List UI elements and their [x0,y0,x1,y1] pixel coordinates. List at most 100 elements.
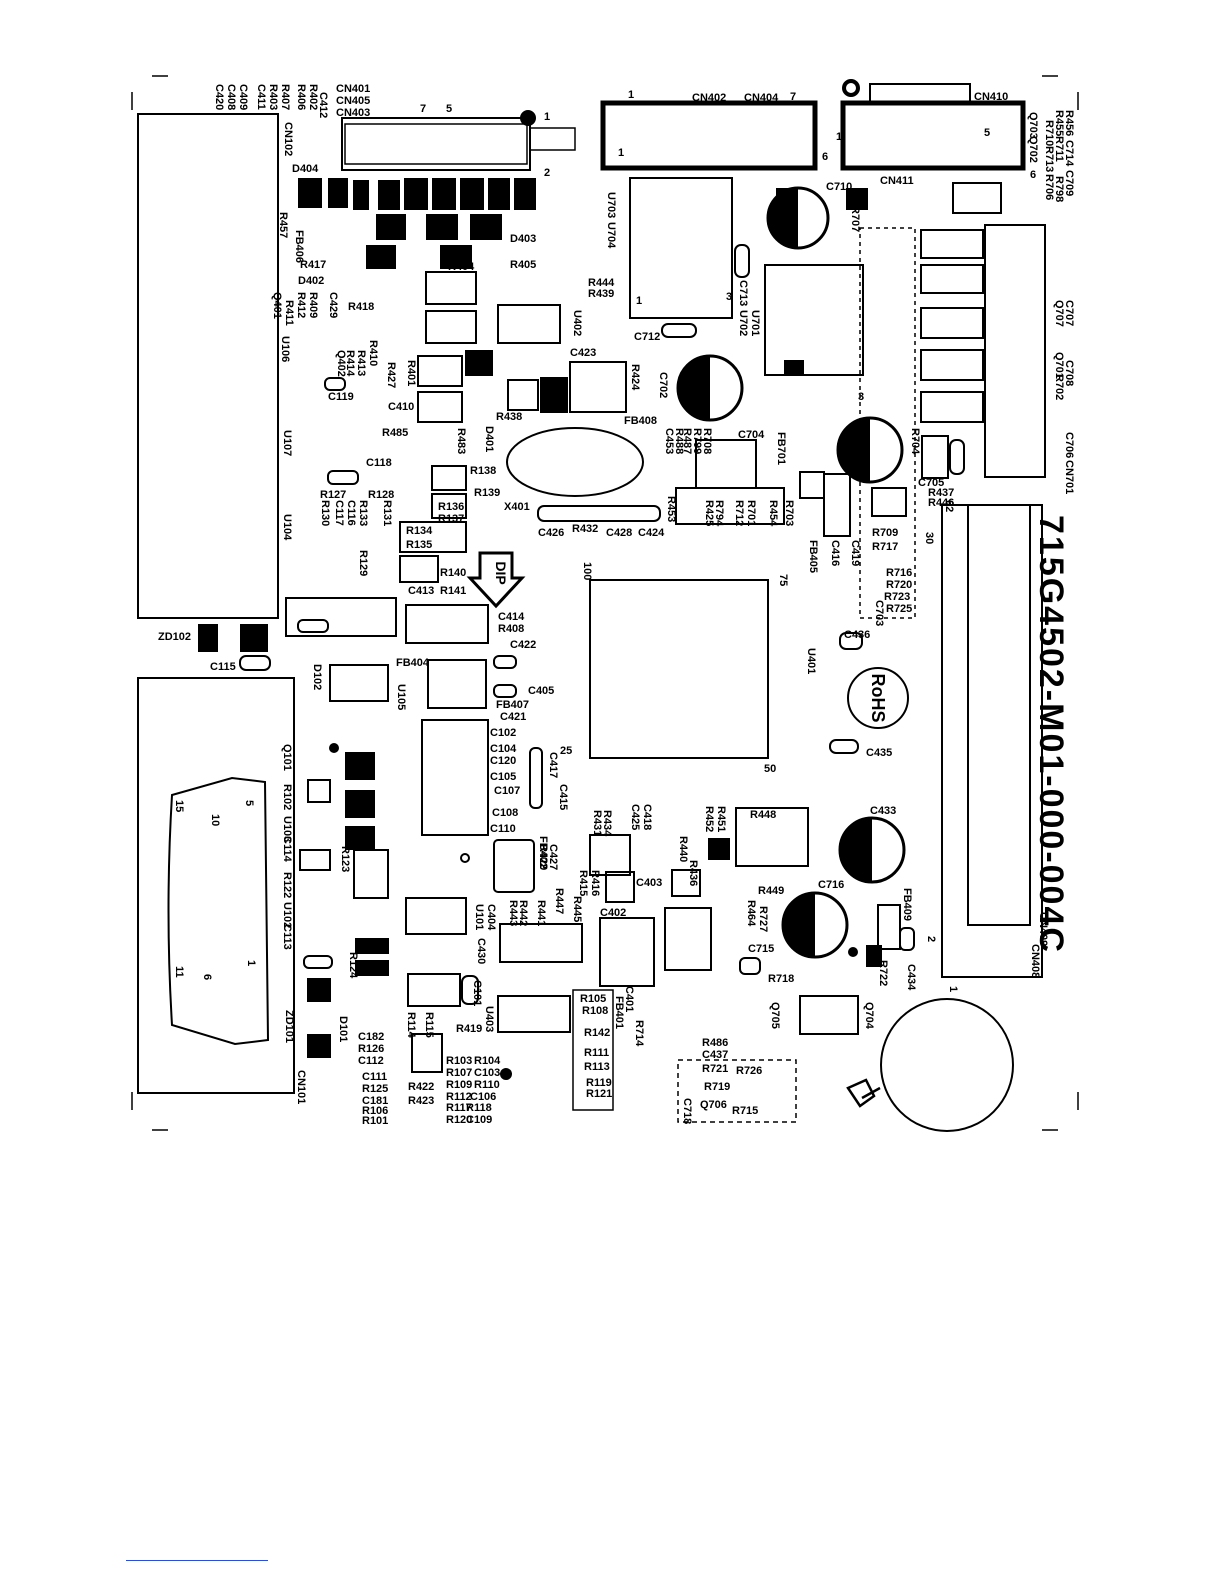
ref-label: R130 [319,500,331,526]
ref-label: C430 [475,938,487,964]
ref-label: C706 [1063,432,1075,458]
ref-label: C115 [210,661,236,673]
ref-label: C704 [738,429,765,441]
ref-label: C413 [408,585,434,597]
crystal-x401 [506,427,644,497]
ref-label: R104 [474,1055,501,1067]
ref-label: R710 [1043,120,1055,146]
right-connector-outline [941,504,1043,978]
q704-body [799,995,859,1035]
ref-label: R113 [584,1061,610,1073]
ref-label: CN408 [1029,944,1041,978]
ref-label: R115 [423,1012,435,1038]
ref-label: R437 [928,487,954,499]
ref-label: CN410 [974,91,1008,103]
ref-label: R419 [456,1023,482,1035]
ref-label: R429 [537,844,549,870]
ref-label: C405 [528,685,554,697]
ref-label: R412 [295,292,307,318]
ref-label: C427 [547,844,559,870]
ref-label: C414 [498,611,525,623]
ref-label: R487 [681,428,693,454]
ref-label: R439 [588,288,614,300]
ref-label: R727 [757,906,769,932]
ref-label: U101 [473,904,485,930]
ref-label: R122 [281,872,293,898]
ref-label: R119 [586,1077,612,1089]
ref-label: R415 [577,870,589,896]
ref-label: R483 [455,428,467,454]
ref-label: U104 [281,514,293,541]
pin-number: 5 [243,800,255,806]
ref-label: C434 [905,964,917,991]
ref-label: C718 [681,1098,693,1124]
ref-label: R442 [517,900,529,926]
u403-body [497,995,571,1033]
ref-label: C108 [492,807,518,819]
ref-label: R451 [715,806,727,832]
ref-label: R125 [362,1083,388,1095]
ref-label: C104 [490,743,517,755]
ref-label: R135 [406,539,432,551]
bottom-ic-frame [572,989,614,1111]
outlines [137,83,1046,1132]
ref-label: ZD101 [283,1010,295,1043]
ref-label: C182 [358,1031,384,1043]
ref-label: Q704 [863,1002,875,1030]
pin-number: 7 [790,91,796,103]
ref-label: R120 [446,1114,472,1126]
ref-label: U106 [279,336,291,362]
ref-label: R424 [629,364,641,391]
pin-number: 62 [943,500,955,512]
ref-label: R440 [677,836,689,862]
ref-label: C101 [471,980,483,1006]
pin-number: 6 [1030,169,1036,181]
ref-label: R721 [702,1063,728,1075]
ref-label: R417 [300,259,326,271]
ref-label: C716 [818,879,844,891]
ref-label: C404 [485,904,497,931]
ref-label: R701 [745,500,757,526]
ref-label: CN409 [1037,912,1049,946]
ref-label: C116 [345,500,357,526]
ref-label: R129 [357,550,369,576]
ref-label: C436 [844,629,870,641]
ref-label: D402 [298,275,324,287]
ref-label: C110 [490,823,516,835]
ref-label: R714 [633,1020,645,1047]
ref-label: D101 [337,1016,349,1042]
ref-label: FB408 [624,415,657,427]
ref-label: C707 [1063,300,1075,326]
ref-label: R455 [1053,110,1065,136]
ref-label: R423 [408,1095,434,1107]
ref-label: C422 [510,639,536,651]
vga-connector-outline [137,677,295,1094]
ref-label: R405 [510,259,536,271]
ref-label: R718 [768,973,794,985]
ref-label: R101 [362,1115,388,1127]
pin-number: 75 [777,574,789,586]
ref-label: R719 [704,1081,730,1093]
label-layer: CN401 CN405 CN403 C412 R402 R406 C420 C4… [158,83,1075,1127]
ref-label: C409 [237,84,249,110]
pin-number: 6 [201,974,213,980]
ref-label: ZD102 [158,631,191,643]
ref-label: R715 [732,1105,758,1117]
ref-label: R711 [1053,136,1065,162]
ref-label: C102 [490,727,516,739]
ref-label: FB402 [537,836,549,869]
ref-label: C109 [466,1114,492,1126]
ref-label: R486 [702,1037,728,1049]
pin-number: 7 [420,103,426,115]
dotted-pad-region [859,227,916,619]
ref-label: U402 [571,310,583,336]
pad-grids [285,182,1002,1073]
ref-label: R488 [673,428,685,454]
ref-label: R133 [357,500,369,526]
pin-number: 15 [173,800,185,812]
ref-label: D404 [292,163,319,175]
ref-label: C423 [570,347,596,359]
ref-label: C435 [866,747,892,759]
pin-number: 1 [628,89,634,101]
ref-label: FB407 [496,699,529,711]
